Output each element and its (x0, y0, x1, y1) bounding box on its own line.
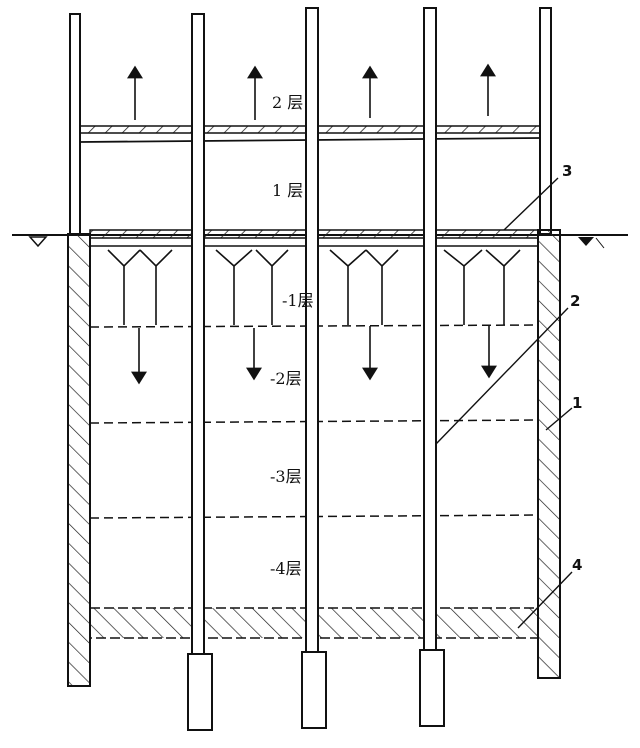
floor-label-b1: -1层 (282, 291, 314, 310)
floor-label-1: 1 层 (272, 181, 303, 200)
callout-2: 2 (570, 292, 580, 310)
floor-label-2: 2 层 (272, 93, 303, 112)
callout-1: 1 (572, 394, 582, 412)
callout-leaders (435, 177, 573, 629)
diaphragm-wall-right (537, 229, 561, 679)
y-brackets (107, 249, 521, 325)
callout-4: 4 (572, 556, 582, 574)
up-arrows (127, 63, 496, 120)
central-columns (191, 7, 437, 659)
down-arrows (131, 326, 497, 385)
floor-label-b3: -3层 (270, 467, 302, 486)
callout-3: 3 (562, 162, 572, 180)
floor-label-b2: -2层 (270, 369, 302, 388)
pile-footings (187, 649, 445, 731)
floor-label-b4: -4层 (270, 559, 302, 578)
diaphragm-wall-left (67, 233, 91, 687)
